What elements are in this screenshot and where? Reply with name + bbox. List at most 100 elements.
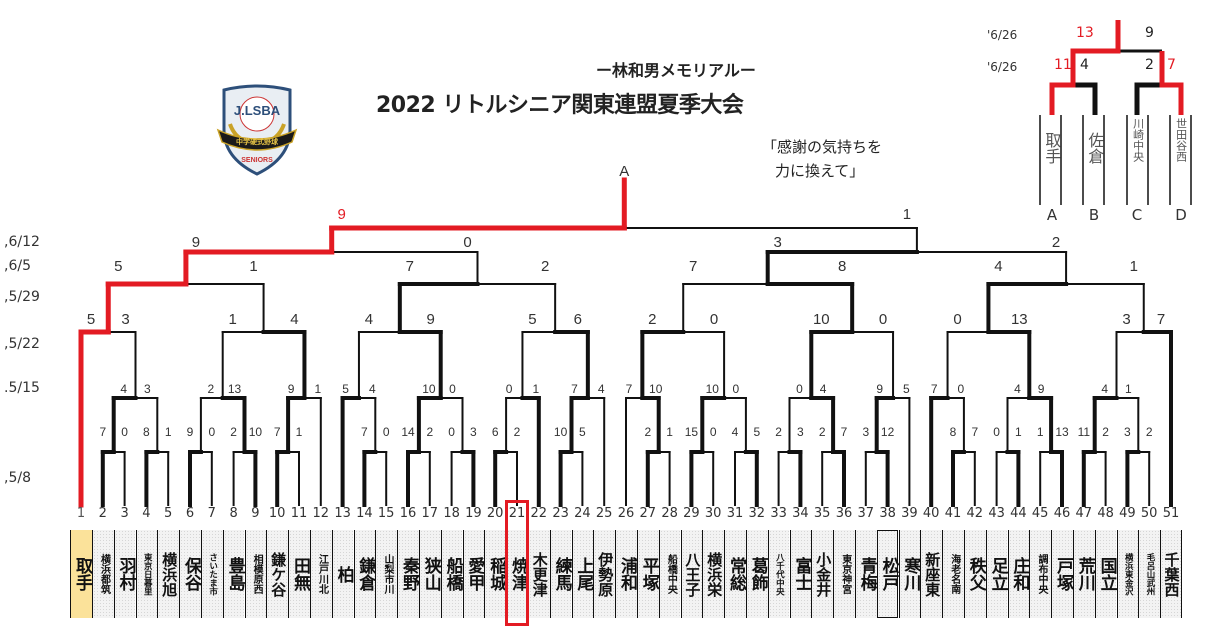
team-cell[interactable]: 新座東 [920,530,943,618]
match-score: 5 [342,382,349,396]
team-cell[interactable]: 東京神宮 [833,530,855,618]
team-name: さいたま市 [207,552,218,596]
team-name: 田無 [289,557,310,591]
match-score: 7 [99,425,106,439]
match-score: 0 [448,425,455,439]
match-score: 2 [541,258,549,275]
team-cell[interactable]: 焼津 [506,530,528,618]
team-cell[interactable]: 平塚 [636,530,659,618]
match-score: 1 [229,311,237,328]
team-cell[interactable]: 船橋中央 [658,530,681,618]
team-name: 浦和 [616,557,637,591]
team-number: 49 [1119,506,1136,521]
team-cell[interactable]: 船橋 [440,530,463,618]
team-cell[interactable]: 横浜東金沢 [1116,530,1139,618]
team-cell[interactable]: 豊島 [222,530,245,618]
match-score: 2 [514,425,521,439]
team-cell[interactable]: 狭山 [418,530,441,618]
team-number: 45 [1031,506,1049,521]
team-cell[interactable]: 葛飾 [745,530,768,618]
finals-slot-c: C [1131,206,1143,224]
team-cell[interactable]: 稲城 [484,530,506,618]
team-cell[interactable]: 庄和 [1007,530,1030,618]
team-cell[interactable]: 荒川 [1072,530,1095,618]
team-number: 48 [1097,506,1114,521]
team-name: 船橋中央 [665,554,677,594]
team-cell[interactable]: 八王子 [680,530,703,618]
team-name: 取手 [71,557,92,591]
team-cell[interactable]: 取手 [70,530,92,618]
team-cell[interactable]: 練馬 [549,530,572,618]
team-cell[interactable]: 田無 [288,530,310,618]
match-score: 4 [994,258,1002,275]
team-number: 15 [377,506,395,521]
match-score: 8 [838,258,846,275]
team-cell[interactable]: 鎌倉 [353,530,375,618]
match-score: 9 [187,425,194,439]
team-cell[interactable]: 愛甲 [462,530,485,618]
team-cell[interactable]: 寒川 [898,530,921,618]
team-cell[interactable]: 伊勢原 [593,530,616,618]
team-cell[interactable]: 相模原西 [244,530,267,618]
match-score: 7 [1157,311,1165,328]
team-cell[interactable]: 八千代中央 [767,530,790,618]
team-name: 保谷 [180,557,201,591]
match-score: 15 [685,425,699,439]
team-cell[interactable]: 江戸川北 [309,530,332,618]
match-score: 8 [143,425,150,439]
match-score: 5 [87,311,95,328]
team-cell[interactable]: 秦野 [397,530,419,618]
team-cell[interactable]: 毛呂山武州 [1138,530,1161,618]
match-score: 6 [492,425,499,439]
match-score: 2 [426,425,433,439]
team-cell[interactable]: 国立 [1094,530,1117,618]
match-score: 3 [1122,311,1130,328]
team-cell[interactable]: 横浜都筑 [91,530,114,618]
match-score: 10 [422,382,436,396]
team-cell[interactable]: 戸塚 [1051,530,1073,618]
team-cell[interactable]: 柏 [331,530,354,618]
team-cell[interactable]: 調布中央 [1029,530,1052,618]
final-slot-label: A [619,163,629,180]
team-name: 秦野 [398,557,419,591]
team-cell[interactable]: 木更津 [527,530,550,618]
match-score: 4 [365,311,373,328]
team-name: 愛甲 [464,557,485,591]
team-number: 20 [486,506,504,521]
team-cell[interactable]: 常総 [724,530,746,618]
team-cell[interactable]: 千葉西 [1160,530,1182,618]
team-cell[interactable]: 横浜栄 [702,530,725,618]
team-cell[interactable]: 横浜旭 [157,530,180,618]
team-cell[interactable]: 青梅 [854,530,877,618]
svg-text:中学硬式野球: 中学硬式野球 [236,137,279,146]
team-number: 28 [661,506,678,521]
finals-champion-path [1049,20,1121,115]
semifinals-date: '6/26 [987,60,1018,74]
team-cell[interactable]: 上尾 [571,530,593,618]
match-score: 0 [710,311,718,328]
team-cell[interactable]: 羽村 [113,530,136,618]
team-cell[interactable]: 海老名南 [942,530,964,618]
match-score: 10 [813,311,830,328]
team-name: 庄和 [1009,557,1030,591]
team-name: 足立 [987,557,1008,591]
team-cell[interactable]: 松戸 [876,530,899,618]
team-cell[interactable]: 秩父 [963,530,986,618]
team-cell[interactable]: 東京日暮里 [135,530,158,618]
team-cell[interactable]: 小金井 [811,530,834,618]
team-number: 16 [399,506,417,521]
match-score: 4 [1014,382,1021,396]
team-cell[interactable]: 足立 [985,530,1008,618]
team-number: 7 [207,506,216,521]
team-cell[interactable]: 鎌ケ谷 [266,530,289,618]
match-score: 5 [114,258,122,275]
team-cell[interactable]: 保谷 [179,530,201,618]
team-cell[interactable]: 富士 [789,530,811,618]
team-number: 17 [421,506,439,521]
match-score: 3 [121,311,129,328]
team-cell[interactable]: さいたま市 [200,530,223,618]
team-name: 寒川 [900,557,921,591]
team-cell[interactable]: 山梨市川 [375,530,398,618]
team-cell[interactable]: 浦和 [615,530,637,618]
